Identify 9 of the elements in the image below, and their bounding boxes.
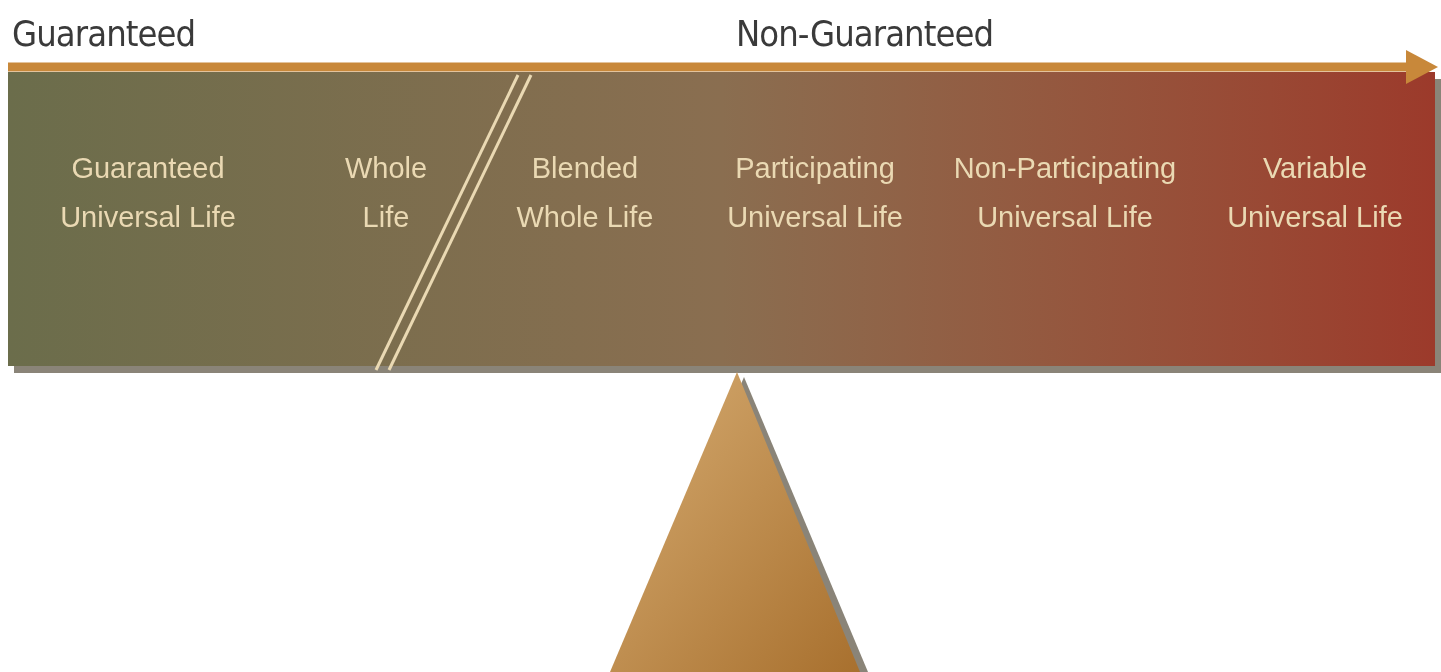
- heading-label: Non-Guaranteed: [736, 12, 994, 56]
- category-label: Non-Participating Universal Life: [952, 151, 1178, 235]
- category-label: Participating Universal Life: [726, 151, 904, 235]
- category-label: Variable Universal Life: [1226, 151, 1404, 235]
- category-label: Blended Whole Life: [515, 151, 655, 235]
- gradient-band: [8, 72, 1435, 366]
- heading-label: Guaranteed: [12, 12, 196, 56]
- category-label: Whole Life: [343, 151, 429, 235]
- category-label: Guaranteed Universal Life: [59, 151, 237, 235]
